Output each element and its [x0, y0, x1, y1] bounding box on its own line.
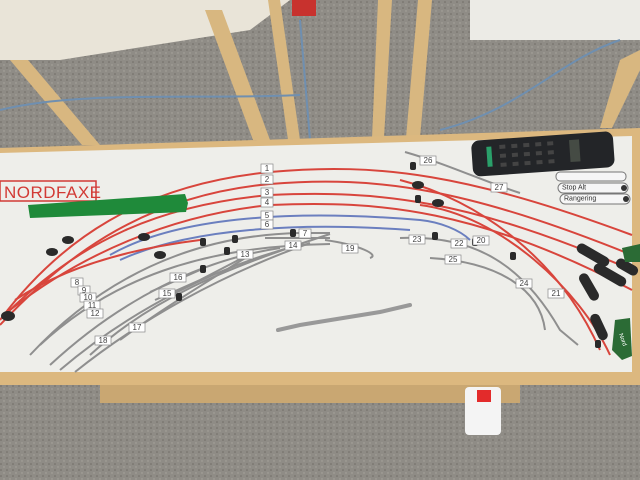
- button-rangering[interactable]: Rangering: [559, 193, 631, 205]
- track-label: 2: [265, 175, 270, 184]
- track-label: 18: [99, 336, 108, 345]
- direction-arrow-nord: [612, 318, 632, 360]
- brand-logo: NORDFAXE: [4, 183, 102, 202]
- lower-shelf: [100, 385, 520, 403]
- track-label: 19: [346, 244, 355, 253]
- track-label: 22: [455, 239, 464, 248]
- track-label: 12: [91, 309, 100, 318]
- track-label: 9: [82, 286, 87, 295]
- cables: [0, 19, 621, 141]
- track-label: 1: [265, 164, 270, 173]
- track-label: 11: [88, 301, 97, 310]
- track-label: 3: [265, 188, 270, 197]
- direction-label: Nord: [617, 333, 627, 347]
- wooden-leg: [10, 60, 100, 145]
- track-label: 23: [413, 235, 422, 244]
- track-label: 5: [265, 211, 270, 220]
- track-labels: 1 2 3 4 5 6 7 8 9 10 11 12 13 14 15 16 1…: [70, 155, 565, 346]
- track-label: 6: [265, 220, 270, 229]
- wooden-leg: [406, 0, 432, 138]
- wooden-leg: [372, 0, 392, 138]
- radiator: [470, 0, 640, 40]
- brand-box: [0, 180, 97, 202]
- button-stop-alt[interactable]: Stop Alt: [557, 182, 629, 194]
- power-strip: [465, 387, 501, 435]
- green-ruler: [28, 194, 188, 218]
- track-label: 25: [449, 255, 458, 264]
- cordless-phone: [471, 131, 615, 177]
- track-label: 27: [495, 183, 504, 192]
- track-label: 20: [477, 236, 486, 245]
- button-blank[interactable]: [555, 171, 627, 182]
- button-label: Rangering: [564, 196, 596, 203]
- track-label: 13: [241, 250, 250, 259]
- track-label: 21: [552, 289, 561, 298]
- track-label: 26: [424, 156, 433, 165]
- screwdriver-tool: [276, 303, 412, 332]
- wooden-leg: [268, 0, 300, 140]
- track-label: 17: [133, 323, 142, 332]
- route-buttons[interactable]: [575, 242, 640, 342]
- track-label: 8: [75, 278, 80, 287]
- track-label: 15: [163, 289, 172, 298]
- track-label: 10: [84, 293, 93, 302]
- button-label: Stop Alt: [562, 185, 586, 192]
- red-object: [292, 0, 316, 16]
- direction-arrow: [622, 244, 640, 262]
- wooden-leg: [600, 50, 640, 128]
- power-switch[interactable]: [477, 390, 491, 402]
- track-label: 4: [265, 198, 270, 207]
- track-label: 24: [520, 279, 529, 288]
- wooden-leg: [205, 10, 270, 140]
- track-label: 14: [289, 241, 298, 250]
- track-label: 7: [303, 229, 308, 238]
- track-label: 16: [174, 273, 183, 282]
